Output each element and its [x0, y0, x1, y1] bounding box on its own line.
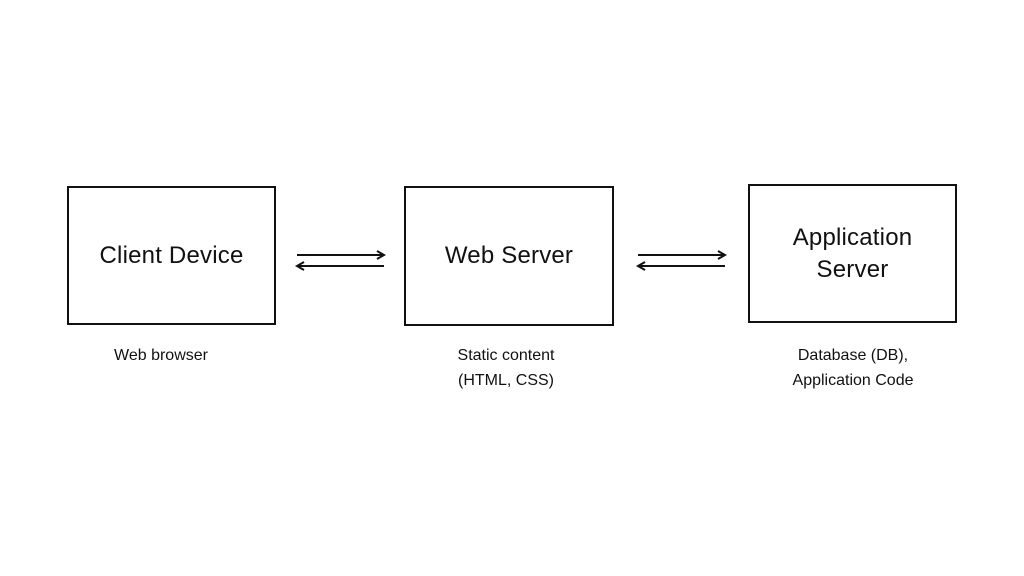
web-to-app-arrow — [638, 250, 728, 260]
client-device-caption: Web browser — [96, 343, 226, 368]
web-server-label: Web Server — [444, 242, 574, 269]
client-to-web-arrow — [297, 250, 387, 260]
web-app-connector — [635, 250, 728, 271]
client-caption-line-1: Web browser — [114, 347, 208, 364]
client-web-connector — [294, 250, 387, 271]
app-caption-line-2: Application Code — [792, 372, 914, 389]
web-server-box: Web Server — [404, 186, 614, 326]
web-caption-line-1: Static content — [457, 347, 555, 364]
web-to-client-arrow — [294, 261, 384, 271]
app-to-web-arrow — [635, 261, 725, 271]
application-server-caption: Database (DB), Application Code — [773, 343, 933, 393]
application-server-box: Application Server — [748, 184, 957, 323]
client-device-box: Client Device — [67, 186, 276, 325]
app-caption-line-1: Database (DB), — [797, 347, 909, 364]
client-device-label: Client Device — [99, 241, 244, 269]
application-server-label: Application Server — [792, 223, 913, 283]
web-caption-line-2: (HTML, CSS) — [458, 372, 554, 389]
web-server-caption: Static content (HTML, CSS) — [430, 343, 582, 393]
